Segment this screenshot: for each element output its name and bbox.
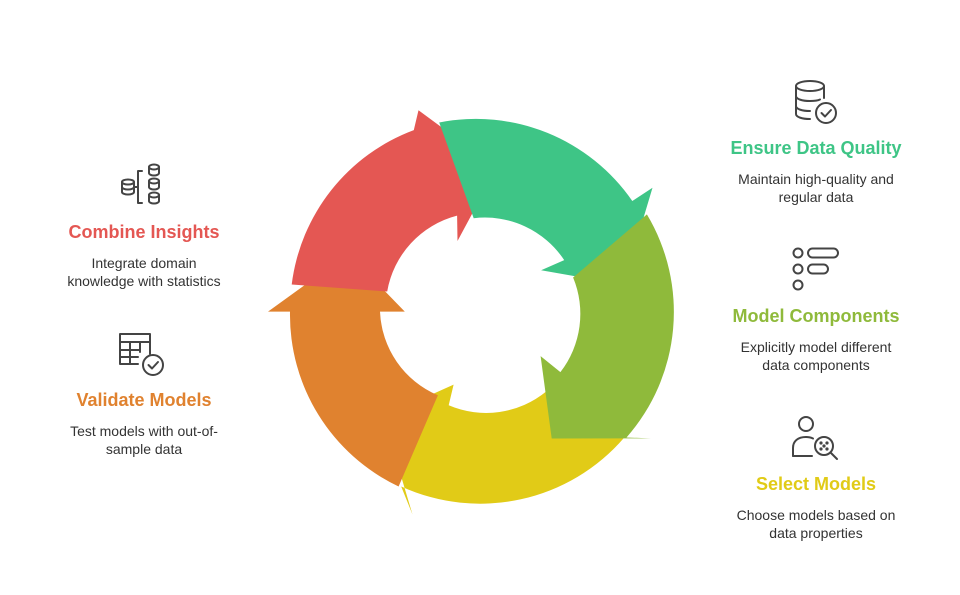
step-description: Integrate domain knowledge with statisti… — [24, 254, 264, 290]
step-model-components: Model Components Explicitly model differ… — [696, 246, 936, 374]
step-title: Combine Insights — [68, 222, 220, 242]
description-line: Explicitly model different — [740, 339, 892, 355]
database-merge-icon — [121, 163, 160, 205]
description-line: regular data — [778, 189, 854, 205]
arrow-model-components — [540, 214, 674, 439]
description-line: data components — [762, 357, 870, 373]
step-description: Test models with out-of- sample data — [24, 422, 264, 458]
description-line: sample data — [105, 441, 183, 457]
user-search-icon — [792, 416, 838, 460]
table-check-icon — [119, 333, 164, 376]
step-description: Choose models based on data properties — [696, 506, 936, 542]
arrow-validate-models — [268, 253, 438, 487]
arrow-combine-insights — [291, 110, 497, 292]
description-line: knowledge with statistics — [67, 273, 221, 289]
description-line: Choose models based on — [736, 507, 896, 523]
step-title: Model Components — [732, 306, 900, 326]
step-description: Maintain high-quality and regular data — [696, 170, 936, 206]
step-title: Validate Models — [76, 390, 212, 410]
database-check-icon — [795, 80, 837, 124]
description-line: Integrate domain — [91, 255, 197, 271]
description-line: Maintain high-quality and — [738, 171, 894, 187]
step-description: Explicitly model different data componen… — [696, 338, 936, 374]
list-components-icon — [792, 247, 839, 291]
step-title: Ensure Data Quality — [730, 138, 902, 158]
description-line: data properties — [769, 525, 863, 541]
arrow-ensure-data-quality — [439, 118, 653, 285]
step-combine-insights: Combine Insights Integrate domain knowle… — [24, 162, 264, 290]
step-ensure-data-quality: Ensure Data Quality Maintain high-qualit… — [696, 78, 936, 206]
step-validate-models: Validate Models Test models with out-of-… — [24, 330, 264, 458]
step-select-models: Select Models Choose models based on dat… — [696, 414, 936, 542]
step-title: Select Models — [755, 474, 877, 494]
description-line: Test models with out-of- — [70, 423, 218, 439]
